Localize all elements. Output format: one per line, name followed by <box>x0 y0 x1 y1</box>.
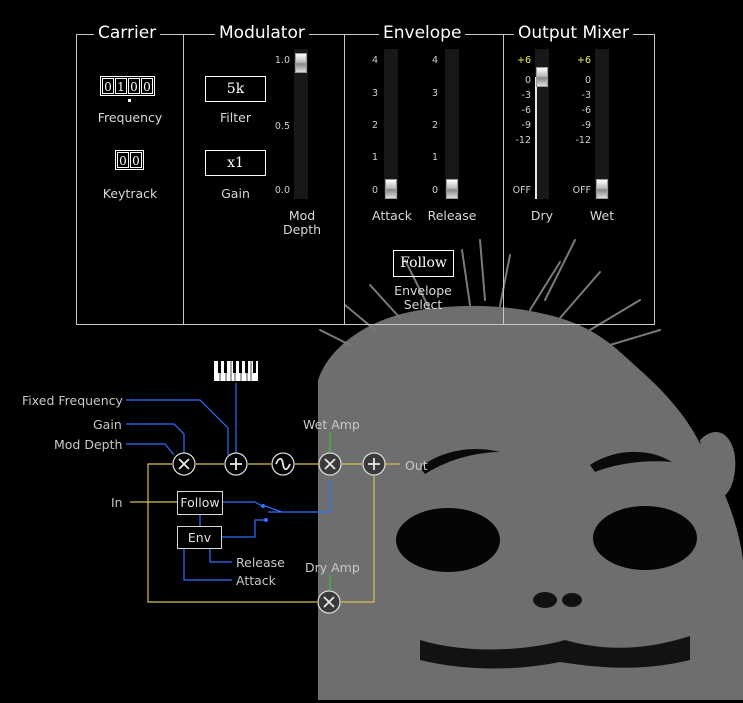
attack-tick: 4 <box>371 55 378 66</box>
release-tick: 1 <box>431 152 438 163</box>
section-title-output-mixer: Output Mixer <box>514 23 633 43</box>
dry-fader-thumb[interactable] <box>536 67 548 87</box>
divider <box>503 34 504 325</box>
dry-tick: -3 <box>521 90 531 101</box>
envelope-select-label: Envelope <box>394 283 452 298</box>
env-block-label: Env <box>187 530 212 545</box>
dry-fader[interactable] <box>535 49 549 199</box>
release-slider-thumb[interactable] <box>446 179 458 199</box>
frequency-digit[interactable]: 0 <box>141 78 153 94</box>
attack-wire <box>183 548 232 581</box>
diagram-label-dry-amp: Dry Amp <box>305 560 360 575</box>
wet-tick: -9 <box>581 120 591 131</box>
envelope-select-label: Select <box>403 297 443 312</box>
wet-tick: -6 <box>581 105 591 116</box>
switch-icon <box>260 503 283 523</box>
frequency-digit[interactable]: 0 <box>128 78 140 94</box>
diagram-label-attack: Attack <box>236 573 276 588</box>
frequency-decimal-dot <box>128 99 131 102</box>
mod-depth-tick: 0.5 <box>274 121 290 132</box>
dry-level-bar <box>535 77 537 199</box>
attack-tick: 2 <box>371 120 378 131</box>
diagram-label-fixed-frequency: Fixed Frequency <box>22 393 123 408</box>
dry-tick: -6 <box>521 105 531 116</box>
diagram-label-gain: Gain <box>93 417 122 432</box>
gain-label: Gain <box>221 186 250 201</box>
diagram-label-wet-amp: Wet Amp <box>303 417 360 432</box>
env-out-wire <box>222 519 265 538</box>
dry-tick: 0 <box>524 75 531 86</box>
envelope-select-box[interactable]: Follow <box>393 250 454 277</box>
keytrack-digit[interactable]: 0 <box>130 152 142 168</box>
release-tick: 3 <box>431 88 438 99</box>
diagram-label-mod-depth: Mod Depth <box>54 437 123 452</box>
dry-tick: -9 <box>521 120 531 131</box>
attack-label: Attack <box>372 208 412 223</box>
follow-block-label: Follow <box>180 495 220 510</box>
release-wire <box>209 548 232 563</box>
wet-fader[interactable] <box>595 49 609 199</box>
mod-depth-tick: 0.0 <box>274 185 290 196</box>
dry-tick: +6 <box>516 55 531 66</box>
input-to-dry-wire <box>147 502 317 603</box>
wet-fader-thumb[interactable] <box>596 179 608 199</box>
wet-tick: +6 <box>576 55 591 66</box>
release-tick: 4 <box>431 55 438 66</box>
attack-slider[interactable] <box>384 49 398 199</box>
wet-tick: 0 <box>584 75 591 86</box>
frequency-digit-input[interactable]: 0 1 0 0 <box>100 76 155 96</box>
attack-tick: 0 <box>371 185 378 196</box>
release-tick: 0 <box>431 185 438 196</box>
diagram-label-release: Release <box>236 555 285 570</box>
divider <box>183 34 184 325</box>
keytrack-digit[interactable]: 0 <box>117 152 129 168</box>
dry-label: Dry <box>530 208 554 223</box>
keytrack-digit-input[interactable]: 0 0 <box>115 150 144 170</box>
control-panel <box>76 34 655 325</box>
wet-tick: -12 <box>575 135 591 146</box>
env-block: Env <box>177 526 222 549</box>
wet-tick: -3 <box>581 90 591 101</box>
gain-wire <box>126 423 185 455</box>
input-to-mod-wire <box>147 463 172 502</box>
mod-depth-label: Depth <box>282 222 322 237</box>
mod-depth-label: Mod <box>288 208 316 223</box>
keyboard-icon <box>214 361 258 381</box>
wet-tick: OFF <box>572 185 591 196</box>
attack-slider-thumb[interactable] <box>385 179 397 199</box>
frequency-digit[interactable]: 1 <box>115 78 127 94</box>
divider <box>344 34 345 325</box>
attack-tick: 1 <box>371 152 378 163</box>
mod-depth-tick: 1.0 <box>274 55 290 66</box>
fixed-frequency-wire <box>126 399 229 455</box>
release-slider[interactable] <box>445 49 459 199</box>
attack-tick: 3 <box>371 88 378 99</box>
frequency-label: Frequency <box>97 110 163 125</box>
filter-value-box[interactable]: 5k <box>205 76 266 102</box>
section-title-modulator: Modulator <box>215 23 309 43</box>
follow-block: Follow <box>177 491 223 515</box>
switch-to-wet-wire <box>268 480 331 513</box>
mod-depth-slider[interactable] <box>294 49 308 199</box>
gain-value-box[interactable]: x1 <box>205 150 266 176</box>
wet-label: Wet <box>589 208 615 223</box>
release-tick: 2 <box>431 120 438 131</box>
diagram-label-out: Out <box>405 458 428 473</box>
mod-depth-slider-thumb[interactable] <box>295 53 307 73</box>
keytrack-label: Keytrack <box>102 186 158 201</box>
diagram-label-in: In <box>111 495 123 510</box>
dry-tick: -12 <box>515 135 531 146</box>
dry-tick: OFF <box>512 185 531 196</box>
follow-out-wire <box>223 501 263 507</box>
frequency-digit[interactable]: 0 <box>102 78 114 94</box>
mod-depth-wire <box>126 443 175 456</box>
section-title-envelope: Envelope <box>379 23 466 43</box>
filter-label: Filter <box>220 110 251 125</box>
section-title-carrier: Carrier <box>94 23 161 43</box>
dry-to-sum-wire <box>341 476 375 603</box>
release-label: Release <box>427 208 477 223</box>
